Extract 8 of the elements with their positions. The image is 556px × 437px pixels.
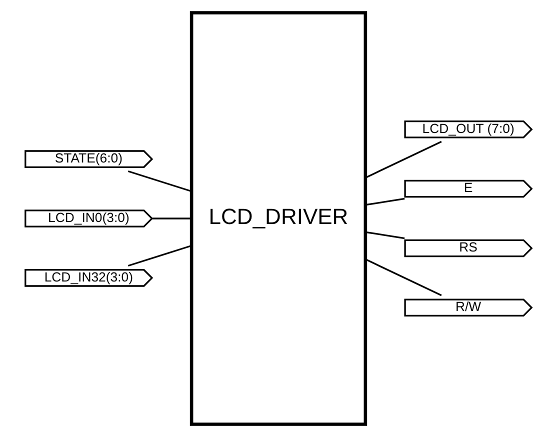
connector (364, 140, 442, 178)
connector (365, 231, 404, 240)
connector (364, 258, 442, 296)
connector (127, 170, 192, 192)
node-box: LCD_DRIVER (189, 11, 367, 426)
connector (152, 218, 191, 220)
connector (127, 244, 192, 267)
connector (365, 198, 404, 206)
